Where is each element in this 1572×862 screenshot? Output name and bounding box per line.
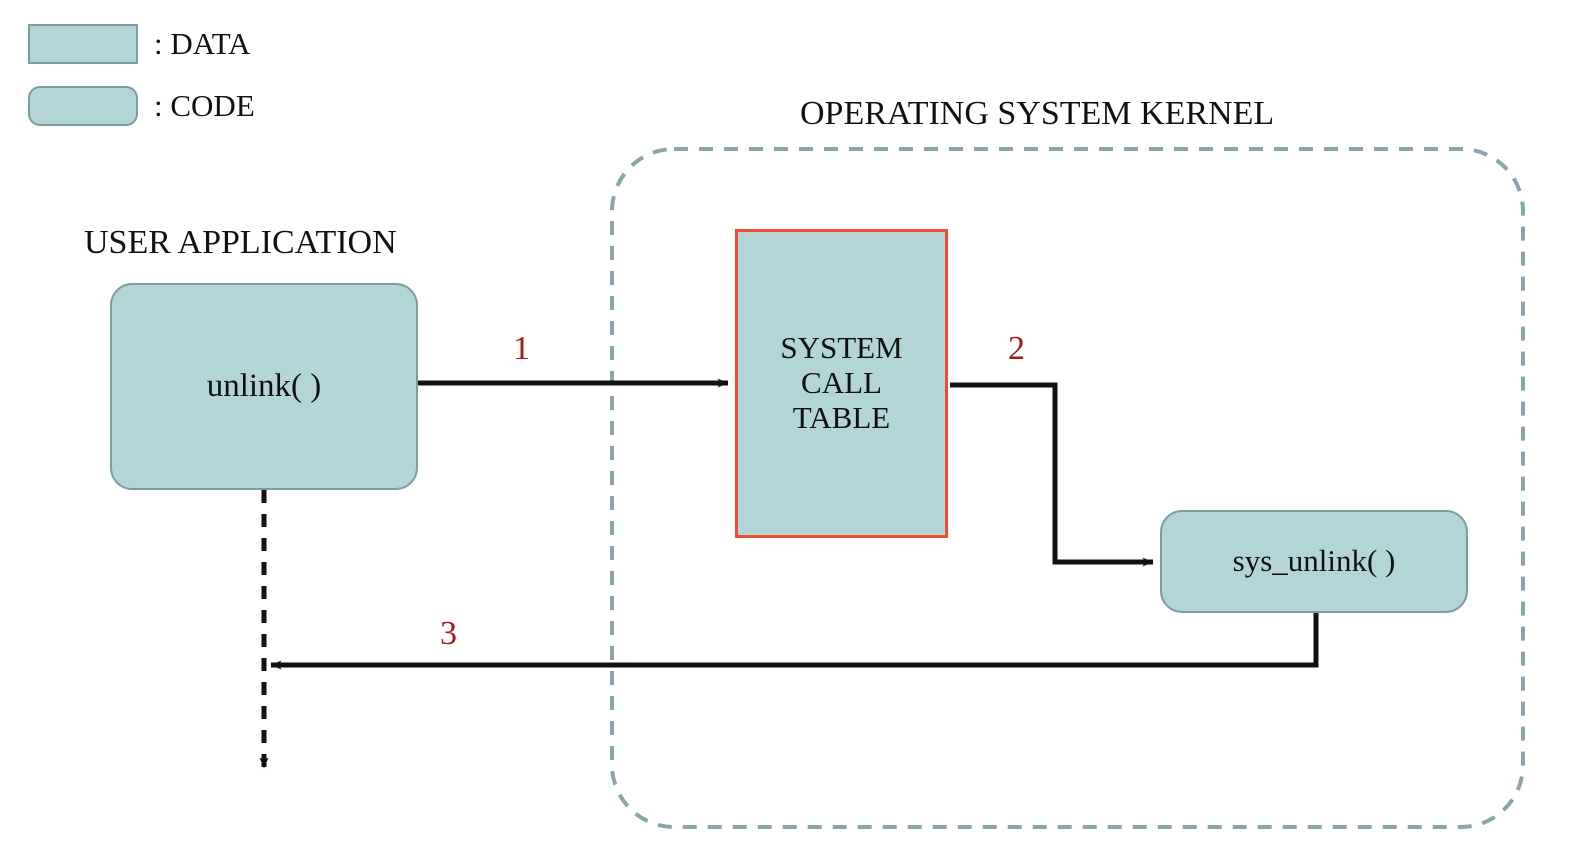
user-application-title: USER APPLICATION [84,224,397,261]
legend-swatch-data [28,24,138,64]
node-unlink-label: unlink( ) [206,368,322,405]
legend-item-code: : CODE [28,86,255,126]
legend-label-data: : DATA [154,26,251,61]
node-system-call-table-label-line3: TABLE [792,399,891,435]
node-system-call-table[interactable]: SYSTEM CALL TABLE [735,229,948,538]
os-kernel-title: OPERATING SYSTEM KERNEL [800,95,1275,132]
node-unlink[interactable]: unlink( ) [110,283,418,490]
kernel-boundary [610,147,1525,829]
arrow-step-2 [950,382,1154,567]
legend-swatch-code [28,86,138,126]
node-sys-unlink[interactable]: sys_unlink( ) [1160,510,1468,613]
step-label-2: 2 [1008,330,1025,367]
node-system-call-table-label-line1: SYSTEM [780,330,903,366]
arrow-step-3 [270,613,1319,670]
legend-item-data: : DATA [28,24,251,64]
node-system-call-table-label-line2: CALL [801,365,882,401]
legend-label-code: : CODE [154,88,255,123]
node-sys-unlink-label: sys_unlink( ) [1232,543,1396,579]
step-label-3: 3 [440,615,457,652]
step-label-1: 1 [513,330,530,367]
